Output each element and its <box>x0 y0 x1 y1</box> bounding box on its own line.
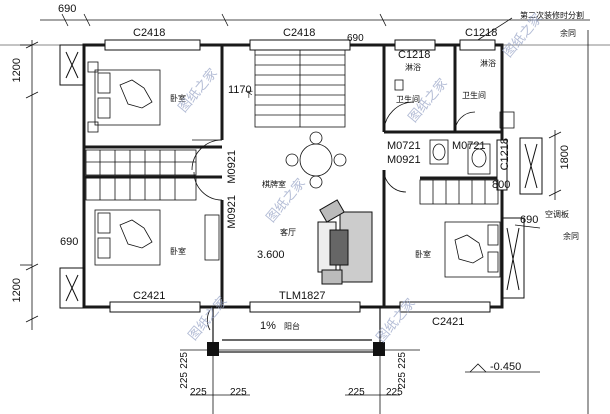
dim-225-f: 225 <box>230 387 247 398</box>
dim-1200-bottom: 1200 <box>11 278 23 303</box>
elevation-ground: -0.450 <box>490 361 522 373</box>
bed-bottom-left <box>94 209 161 266</box>
door-m0721-a: M0721 <box>387 140 421 152</box>
window-c1218-right: C1218 <box>499 138 511 171</box>
window-c2418-left: C2418 <box>133 27 166 39</box>
elevation-floor: 3.600 <box>257 249 285 261</box>
room-shower-b: 淋浴 <box>480 59 496 68</box>
dim-1200-top: 1200 <box>11 58 23 83</box>
room-shower-a: 淋浴 <box>405 63 421 72</box>
room-bedroom-top-left: 卧室 <box>170 94 186 103</box>
room-chess: 棋牌室 <box>262 180 286 189</box>
window-c2418-mid: C2418 <box>283 27 316 39</box>
dim-690-right: 690 <box>347 33 364 44</box>
dim-225-a: 225 <box>179 352 190 369</box>
dim-225-e: 225 <box>190 387 207 398</box>
window-c2421-left: C2421 <box>133 290 166 302</box>
room-bedroom-bottom-left: 卧室 <box>170 247 186 256</box>
room-balcony: 阳台 <box>284 322 300 331</box>
note-spare-mid: 余同 <box>563 232 579 241</box>
dim-1800: 1800 <box>559 145 571 170</box>
wardrobes <box>85 149 499 261</box>
window-c2421-right: C2421 <box>432 316 465 328</box>
room-bedroom-right: 卧室 <box>415 250 431 259</box>
door-m0721-b: M0721 <box>452 140 486 152</box>
door-m0921-b: M0921 <box>226 195 238 229</box>
dim-690-left-mid: 690 <box>60 236 79 248</box>
door-m0921-a: M0921 <box>226 150 238 184</box>
slope-note: 1% <box>260 320 276 332</box>
note-spare-top: 余同 <box>560 29 576 38</box>
dim-690-right-mid: 690 <box>520 214 539 226</box>
dim-690-top: 690 <box>58 3 77 15</box>
dim-225-h: 225 <box>386 387 403 398</box>
dim-1170: 1170 <box>228 84 252 96</box>
window-c1218-top-b: C1218 <box>465 27 498 39</box>
sofa-set <box>317 199 373 285</box>
dim-225-c: 225 <box>397 352 408 369</box>
dim-800: 800 <box>492 179 511 191</box>
bed-top-left <box>87 61 161 133</box>
note-second-renovation: 第二次装修时分割 <box>520 11 584 20</box>
staircase <box>254 44 346 128</box>
window-c1218-top-a: C1218 <box>398 49 431 61</box>
door-m0921-c: M0921 <box>387 154 421 166</box>
window-tlm1827: TLM1827 <box>279 290 326 302</box>
note-ac-board: 空调板 <box>545 210 569 219</box>
dim-225-g: 225 <box>348 387 365 398</box>
stair-down-label: 下 <box>245 90 253 99</box>
chess-table <box>285 131 347 189</box>
room-living: 客厅 <box>280 228 296 237</box>
dim-225-b: 225 <box>179 372 190 389</box>
room-wc-b: 卫生间 <box>462 91 486 100</box>
bed-right <box>444 221 501 278</box>
room-wc-a: 卫生间 <box>396 95 420 104</box>
